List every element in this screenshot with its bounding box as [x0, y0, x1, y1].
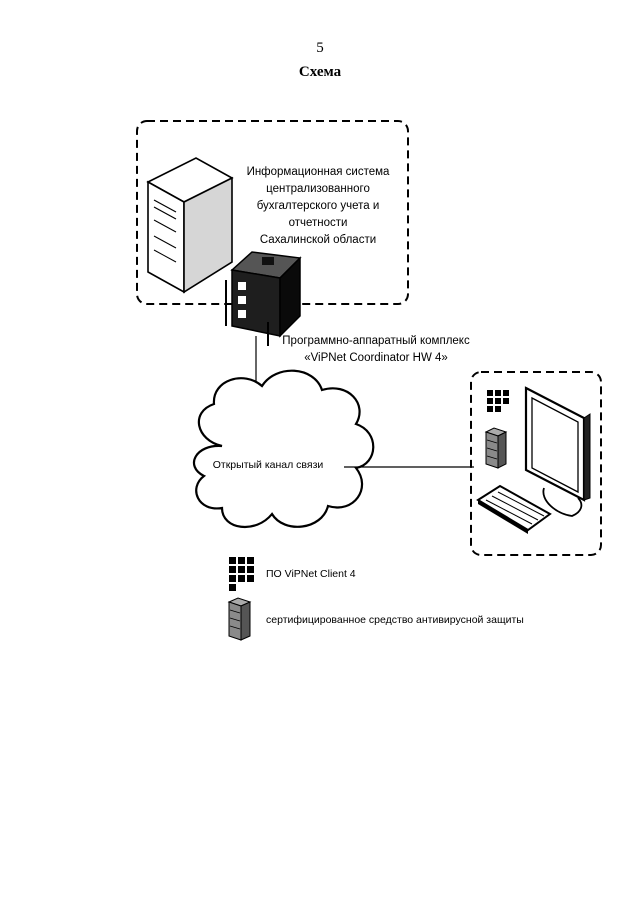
legend-antivirus-icon — [227, 597, 252, 641]
page-number: 5 — [316, 40, 324, 56]
info-system-line-1: Информационная система — [246, 166, 390, 178]
cloud-label: Открытый канал связи — [212, 459, 324, 471]
server-zone-frame — [136, 120, 409, 305]
monitor-icon — [524, 386, 591, 517]
coordinator-label: Программно-аппаратный комплекс «ViPNet C… — [278, 333, 474, 367]
info-system-line-4: Сахалинской области — [259, 234, 377, 246]
vipnet-client-icon — [487, 390, 509, 412]
workstation-zone-frame — [470, 371, 602, 556]
cloud-shape — [192, 369, 375, 528]
coordinator-line-1: Программно-аппаратный комплекс — [282, 335, 470, 347]
antivirus-icon — [484, 427, 508, 469]
keyboard-icon — [476, 484, 552, 534]
coordinator-line-2: «ViPNet Coordinator HW 4» — [304, 352, 448, 364]
info-system-line-2: централизованного — [266, 183, 370, 195]
legend-antivirus-label: сертифицированное средство антивирусной … — [266, 614, 524, 626]
info-system-label: Информационная система централизованного… — [228, 164, 408, 249]
page-title: Схема — [298, 64, 342, 80]
legend-client-label: ПО ViPNet Client 4 — [266, 568, 356, 580]
info-system-line-3: бухгалтерского учета и отчетности — [256, 200, 380, 229]
legend-client-icon — [229, 557, 254, 591]
coordinator-hardware-icon — [225, 251, 302, 346]
server-icon — [146, 157, 234, 294]
